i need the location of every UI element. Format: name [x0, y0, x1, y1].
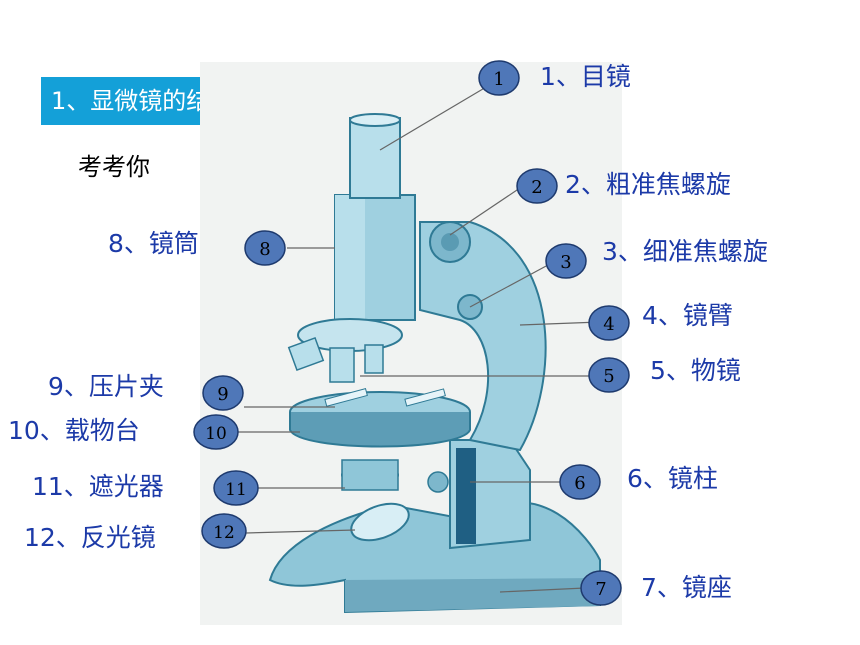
part-marker-10: 10 [193, 414, 239, 450]
part-label-stage-clip: 9、压片夹 [48, 372, 164, 401]
part-marker-5: 5 [588, 357, 630, 393]
part-number-6: 6 [574, 473, 585, 494]
objective-lens-c [364, 344, 384, 374]
coarse-focus-knob-center [441, 233, 459, 251]
part-marker-3: 3 [545, 243, 587, 279]
part-number-7: 7 [595, 579, 606, 600]
part-label-fine-focus: 3、细准焦螺旋 [602, 237, 768, 266]
part-label-stage: 10、载物台 [8, 416, 140, 445]
part-number-4: 4 [603, 314, 614, 335]
leader-line-1 [379, 79, 499, 151]
stage-clip-right [404, 388, 446, 407]
tube-highlight [335, 195, 365, 320]
microscope-arm [419, 221, 547, 452]
leader-lines [238, 79, 601, 593]
stage-rim [289, 412, 471, 448]
part-number-5: 5 [603, 366, 614, 387]
condenser-knob [427, 471, 449, 493]
part-label-diaphragm: 11、遮光器 [32, 472, 164, 501]
part-number-1: 1 [493, 69, 504, 90]
part-marker-2: 2 [516, 168, 558, 204]
quiz-prompt: 考考你 [78, 153, 150, 181]
part-label-pillar: 6、镜柱 [627, 464, 718, 493]
part-markers: 1 2 3 4 5 6 7 [193, 60, 630, 606]
part-number-3: 3 [560, 252, 571, 273]
leader-line-12 [245, 529, 356, 534]
part-marker-7: 7 [580, 570, 622, 606]
objective-lens-a [287, 336, 325, 372]
objective-lens-b [329, 347, 355, 383]
pillar-rail [456, 448, 476, 544]
part-label-mirror: 12、反光镜 [24, 523, 156, 552]
part-number-10: 10 [205, 424, 227, 444]
part-label-base: 7、镜座 [641, 573, 732, 602]
part-number-8: 8 [259, 239, 270, 260]
part-label-tube: 8、镜筒 [108, 229, 199, 258]
part-label-coarse-focus: 2、粗准焦螺旋 [565, 170, 731, 199]
leader-line-7 [499, 587, 586, 593]
mirror [350, 502, 410, 542]
part-marker-12: 12 [201, 513, 247, 549]
part-marker-4: 4 [588, 305, 630, 341]
part-label-arm: 4、镜臂 [642, 301, 733, 330]
part-marker-8: 8 [244, 230, 286, 266]
part-marker-1: 1 [478, 60, 520, 96]
eyepiece [349, 117, 401, 199]
stage-clip-left [324, 388, 368, 407]
part-number-12: 12 [213, 523, 235, 543]
diaphragm-body [341, 459, 399, 491]
leader-line-4 [519, 321, 601, 326]
part-marker-9: 9 [202, 375, 244, 411]
leader-line-2 [449, 187, 521, 236]
part-number-9: 9 [217, 384, 228, 405]
part-number-11: 11 [225, 480, 247, 500]
part-marker-11: 11 [213, 470, 259, 506]
leader-line-3 [469, 264, 549, 308]
eyepiece-top [349, 113, 401, 127]
part-label-eyepiece: 1、目镜 [540, 62, 631, 91]
base-front [345, 578, 600, 612]
part-number-2: 2 [531, 177, 542, 198]
part-marker-6: 6 [559, 464, 601, 500]
part-label-objective: 5、物镜 [650, 356, 741, 385]
